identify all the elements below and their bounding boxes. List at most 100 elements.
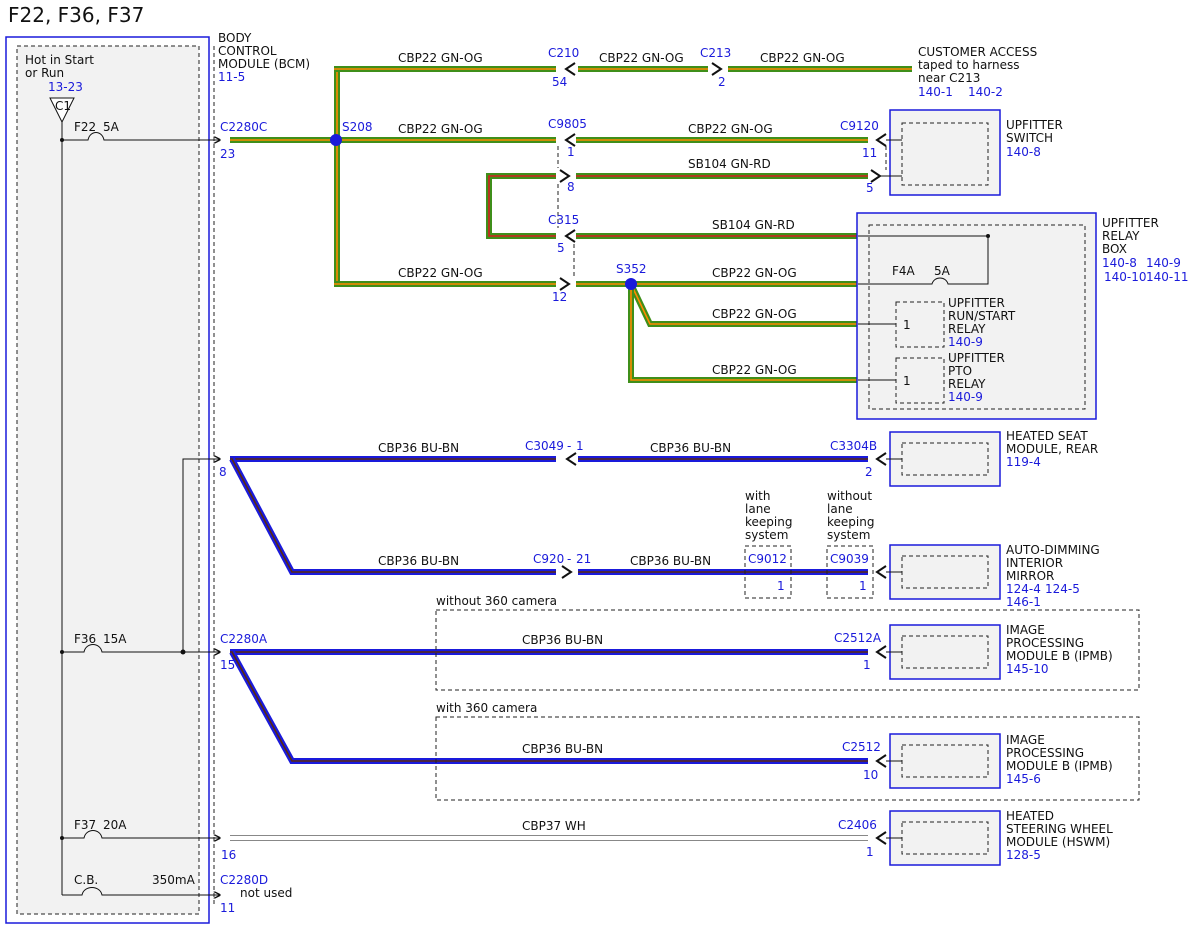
lane-without-label-1: without <box>827 489 872 503</box>
f36-branch-wire <box>182 459 220 652</box>
wire-cbp22-label-1: CBP22 GN-OG <box>398 51 483 65</box>
connector-c920[interactable]: C920 <box>533 552 564 566</box>
connector-c2512a[interactable]: C2512A <box>834 631 882 645</box>
wire-cbp36-label-5: CBP36 BU-BN <box>522 633 603 647</box>
mirror-label-1: AUTO-DIMMING <box>1006 543 1100 557</box>
connector-c315[interactable]: C315 <box>548 213 579 227</box>
connector-c9039[interactable]: C9039 <box>830 552 869 566</box>
bcm-label-3: MODULE (BCM) <box>218 57 310 71</box>
heated-seat-ref[interactable]: 119-4 <box>1006 455 1041 469</box>
connector-c1-symbol <box>49 97 75 124</box>
connector-c9120[interactable]: C9120 <box>840 119 879 133</box>
upfitter-switch-ref[interactable]: 140-8 <box>1006 145 1041 159</box>
upfitter-switch-label-2: SWITCH <box>1006 131 1053 145</box>
wire-cbp36-label-6: CBP36 BU-BN <box>522 742 603 756</box>
lane-with-label-4: system <box>745 528 788 542</box>
connector-c2280a[interactable]: C2280A <box>220 632 268 646</box>
mirror-box[interactable] <box>889 544 1001 600</box>
wire-cbp22-label-4: CBP22 GN-OG <box>398 122 483 136</box>
customer-access-label-3: near C213 <box>918 71 980 85</box>
connector-c3049-dash: - <box>567 439 571 453</box>
connector-pin-16: 16 <box>221 848 236 862</box>
connector-c3049[interactable]: C3049 <box>525 439 564 453</box>
ipmb-b-ref[interactable]: 145-6 <box>1006 772 1041 786</box>
relay-box-fuse-rating: 5A <box>934 264 951 278</box>
ipmb-b-label-2: PROCESSING <box>1006 746 1084 760</box>
lane-without-label-2: lane <box>827 502 853 516</box>
relay-box-ref-3[interactable]: 140-10 <box>1104 270 1147 284</box>
pto-relay-label-1: UPFITTER <box>948 351 1005 365</box>
circuit-breaker-wire <box>62 887 220 896</box>
ipmb-a-ref[interactable]: 145-10 <box>1006 662 1049 676</box>
wire-cbp37-label: CBP37 WH <box>522 819 586 833</box>
mirror-ref-2[interactable]: 124-5 <box>1045 582 1080 596</box>
heated-seat-module-box[interactable] <box>889 431 1001 487</box>
not-used-label: not used <box>240 886 292 900</box>
connector-c9120-pin-11: 11 <box>862 146 877 160</box>
connector-c2280a-pin: 15 <box>220 658 235 672</box>
ipmb-a-box[interactable] <box>889 624 1001 680</box>
relay-box-ref-4[interactable]: 140-11 <box>1146 270 1189 284</box>
connector-c210[interactable]: C210 <box>548 46 579 60</box>
fuse-panel-label-2: or Run <box>25 66 64 80</box>
ipmb-b-label-1: IMAGE <box>1006 733 1045 747</box>
fuse-f37-wire <box>62 830 220 839</box>
ipmb-b-group-label: with 360 camera <box>436 701 537 715</box>
gn-og-wires <box>230 66 912 383</box>
connector-c920-pin: 21 <box>576 552 591 566</box>
ipmb-a-option-box <box>435 609 1140 691</box>
connector-c2280c-pin: 23 <box>220 147 235 161</box>
connector-c3304b-pin: 2 <box>865 465 873 479</box>
fuse-f37-name: F37 <box>74 818 96 832</box>
splice-s208-label[interactable]: S208 <box>342 120 373 134</box>
fuse-f22-name: F22 <box>74 120 96 134</box>
bcm-ref[interactable]: 11-5 <box>218 70 245 84</box>
wire-cbp22-label-2: CBP22 GN-OG <box>599 51 684 65</box>
hswm-label-1: HEATED <box>1006 809 1054 823</box>
splice-s352[interactable] <box>625 278 637 290</box>
relay-box-ref-1[interactable]: 140-8 <box>1102 256 1137 270</box>
ipmb-a-label-2: PROCESSING <box>1006 636 1084 650</box>
splice-s352-label[interactable]: S352 <box>616 262 647 276</box>
lane-with-label-1: with <box>745 489 770 503</box>
connector-c9012[interactable]: C9012 <box>748 552 787 566</box>
wire-cbp36-label-4: CBP36 BU-BN <box>630 554 711 568</box>
pto-relay-pin: 1 <box>903 374 911 388</box>
option-c9039-box <box>826 545 874 599</box>
mirror-ref-3[interactable]: 146-1 <box>1006 595 1041 609</box>
wire-cbp22-label-8: CBP22 GN-OG <box>712 307 797 321</box>
connector-c9012-pin: 1 <box>777 579 785 593</box>
mirror-ref-1[interactable]: 124-4 <box>1006 582 1041 596</box>
customer-access-ref-1[interactable]: 140-1 <box>918 85 953 99</box>
connector-c2512[interactable]: C2512 <box>842 740 881 754</box>
hswm-ref[interactable]: 128-5 <box>1006 848 1041 862</box>
option-c9012-box <box>744 545 792 599</box>
upfitter-switch-label-1: UPFITTER <box>1006 118 1063 132</box>
connector-c1-label: C1 <box>55 99 71 113</box>
fuse-f36-name: F36 <box>74 632 96 646</box>
circuit-breaker-name: C.B. <box>74 873 98 887</box>
connector-c9805[interactable]: C9805 <box>548 117 587 131</box>
connector-c2280d[interactable]: C2280D <box>220 873 268 887</box>
hswm-label-2: STEERING WHEEL <box>1006 822 1113 836</box>
pto-relay-ref[interactable]: 140-9 <box>948 390 983 404</box>
splice-s208[interactable] <box>330 134 342 146</box>
lane-with-label-3: keeping <box>745 515 792 529</box>
connector-c3304b[interactable]: C3304B <box>830 439 877 453</box>
fuse-panel-ref[interactable]: 13-23 <box>48 80 83 94</box>
customer-access-ref-2[interactable]: 140-2 <box>968 85 1003 99</box>
ipmb-b-box[interactable] <box>889 733 1001 789</box>
connector-c2406[interactable]: C2406 <box>838 818 877 832</box>
connector-c2512-pin: 10 <box>863 768 878 782</box>
ipmb-a-group-label: without 360 camera <box>436 594 557 608</box>
connector-c213[interactable]: C213 <box>700 46 731 60</box>
run-start-relay-ref[interactable]: 140-9 <box>948 335 983 349</box>
relay-box-ref-2[interactable]: 140-9 <box>1146 256 1181 270</box>
upfitter-switch-box[interactable] <box>889 109 1001 196</box>
pto-relay-label-2: PTO <box>948 364 972 378</box>
relay-box-label-1: UPFITTER <box>1102 216 1159 230</box>
connector-c2280c[interactable]: C2280C <box>220 120 267 134</box>
hswm-box[interactable] <box>889 810 1001 866</box>
relay-box-label-3: BOX <box>1102 242 1127 256</box>
